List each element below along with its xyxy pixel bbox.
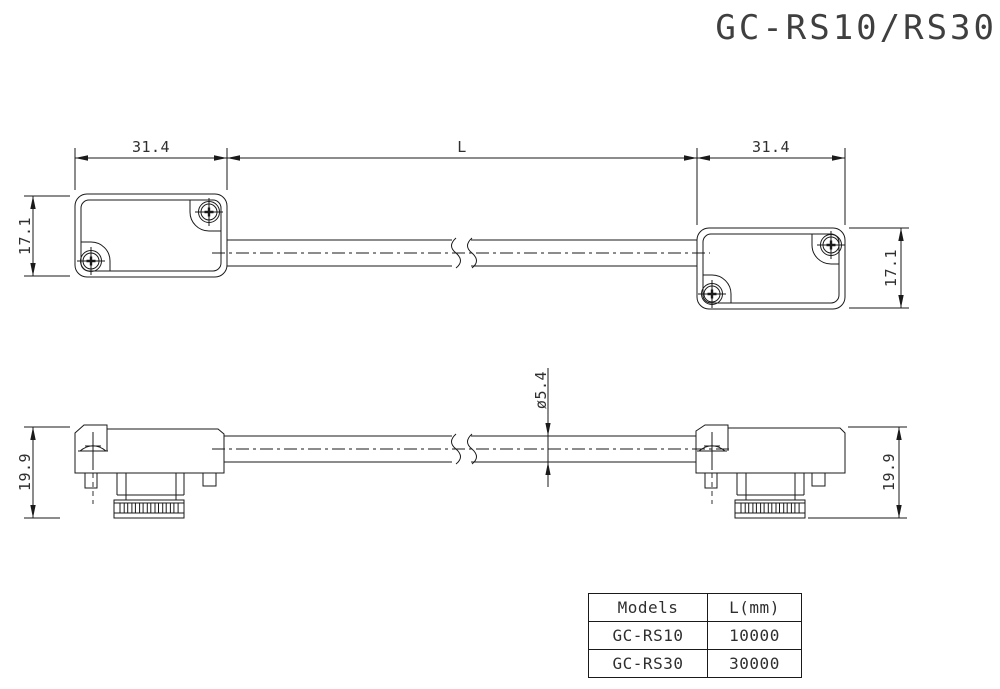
drawing-title: GC-RS10/RS30 xyxy=(715,8,997,48)
right-connector-top-view xyxy=(696,227,846,310)
dimension-height-left: 17.1 xyxy=(16,195,70,277)
table-row: GC-RS30 30000 xyxy=(588,649,802,678)
table-cell-length-2: 30000 xyxy=(707,649,802,678)
dim-right-height-label: 17.1 xyxy=(882,249,900,287)
cable-top-view xyxy=(212,237,710,269)
pin-block xyxy=(734,499,806,519)
dimension-cable-diameter: ø5.4 xyxy=(532,368,551,487)
dimension-side-height-right: 19.9 xyxy=(808,426,907,519)
top-view: 31.4 L 31.4 xyxy=(16,138,909,310)
screw-icon xyxy=(698,280,726,308)
table-cell-model-1: GC-RS10 xyxy=(588,621,708,650)
table-row: GC-RS10 10000 xyxy=(588,621,802,650)
dim-right-width-label: 31.4 xyxy=(752,138,790,156)
dim-left-width-label: 31.4 xyxy=(132,138,170,156)
dimension-side-height-left: 19.9 xyxy=(16,426,70,519)
table-header-row: Models L(mm) xyxy=(588,593,802,622)
dim-cable-diameter-label: ø5.4 xyxy=(532,371,550,409)
table-header-models: Models xyxy=(588,593,708,622)
table-cell-length-1: 10000 xyxy=(707,621,802,650)
cable-side-view xyxy=(212,433,731,465)
side-view: ø5.4 19.9 19.9 xyxy=(16,368,907,519)
dimension-height-right: 17.1 xyxy=(849,227,909,309)
table-header-length: L(mm) xyxy=(707,593,802,622)
left-connector-side-view xyxy=(74,424,225,519)
screw-icon xyxy=(77,247,105,275)
models-table: Models L(mm) GC-RS10 10000 GC-RS30 30000 xyxy=(588,593,802,678)
screw-icon xyxy=(195,198,223,226)
dim-left-height-label: 17.1 xyxy=(16,217,34,255)
dim-cable-length-label: L xyxy=(457,138,467,156)
pin-block xyxy=(113,499,185,519)
break-line-icon xyxy=(467,237,477,269)
dimension-width-chain: 31.4 L 31.4 xyxy=(74,138,846,225)
left-connector-top-view xyxy=(74,193,228,278)
screw-icon xyxy=(817,231,845,259)
table-cell-model-2: GC-RS30 xyxy=(588,649,708,678)
right-connector-side-view xyxy=(695,424,846,519)
dim-side-left-label: 19.9 xyxy=(16,453,34,491)
dim-side-right-label: 19.9 xyxy=(880,453,898,491)
